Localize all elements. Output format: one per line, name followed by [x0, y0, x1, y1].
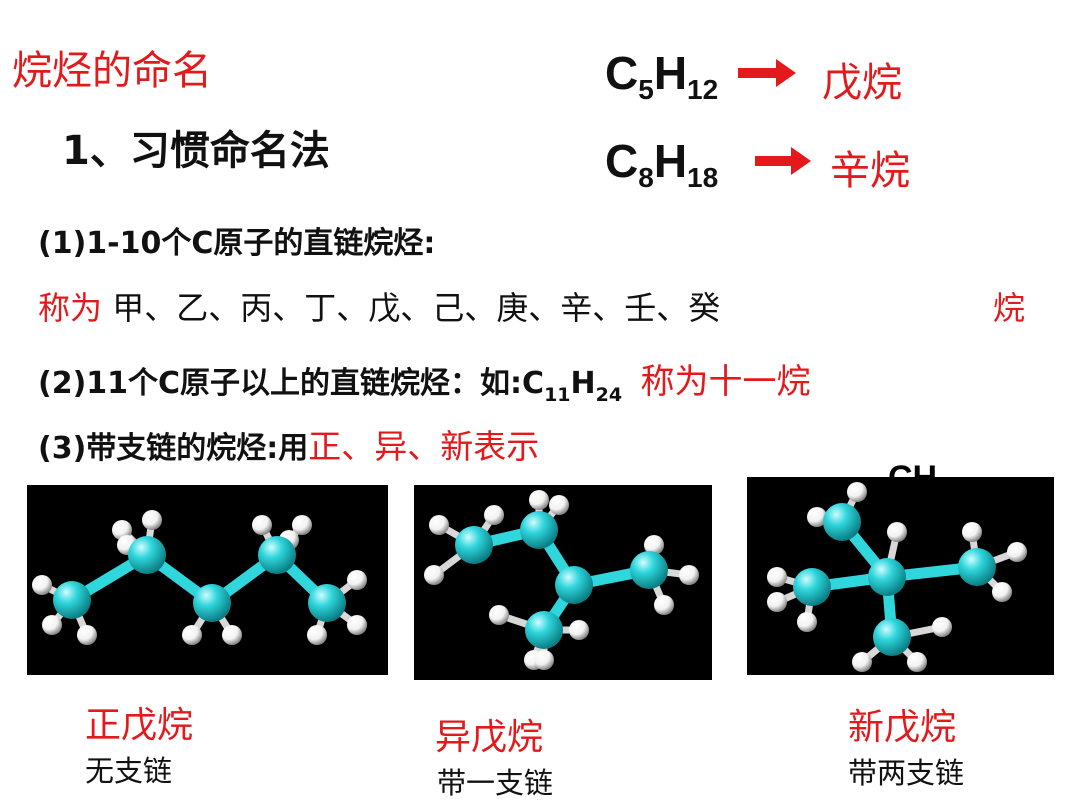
rule-2: (2)11个C原子以上的直链烷烃：如:C11H24 称为十一烷: [38, 362, 811, 406]
carbon-atom: [53, 581, 91, 619]
hydrogen-atom: [534, 650, 554, 670]
desc-neopentane: 带两支链: [848, 756, 965, 790]
hydrogen-atom: [307, 625, 327, 645]
hydrogen-atom: [644, 535, 664, 555]
hydrogen-atom: [252, 515, 272, 535]
hydrogen-atom: [887, 522, 907, 542]
carbon-atom: [193, 584, 231, 622]
slide-title: 烷烃的命名: [12, 48, 212, 94]
hydrogen-atom: [962, 522, 982, 542]
formula-c8h18: C8H18: [605, 135, 719, 193]
hydrogen-atom: [424, 565, 444, 585]
hydrogen-atom: [429, 515, 449, 535]
clipped-formula-fragment: CH: [888, 458, 937, 477]
carbon-atom: [308, 584, 346, 622]
carbon-atom: [455, 526, 493, 564]
carbon-atom: [873, 618, 911, 656]
name-pentane: 戊烷: [822, 60, 902, 106]
formula-c5h12: C5H12: [605, 47, 719, 105]
hydrogen-atom: [767, 567, 787, 587]
rule-1-names: 称为 甲、乙、丙、丁、戊、己、庚、辛、壬、癸: [38, 283, 720, 329]
hydrogen-atom: [347, 615, 367, 635]
hydrogen-atom: [292, 515, 312, 535]
section-heading: 1、习惯命名法: [62, 128, 330, 174]
molecule-neopentane: [747, 477, 1054, 675]
hydrogen-atom: [767, 592, 787, 612]
molecule-isopentane: [414, 485, 712, 680]
carbon-atom: [868, 558, 906, 596]
rule-1: (1)1-10个C原子的直链烷烃:: [38, 226, 436, 261]
arrow-right-icon: [738, 59, 796, 87]
carbon-atom: [555, 566, 593, 604]
caption-isopentane: 异戊烷: [435, 717, 544, 758]
hydrogen-atom: [42, 615, 62, 635]
hydrogen-atom: [77, 625, 97, 645]
hydrogen-atom: [569, 620, 589, 640]
hydrogen-atom: [347, 570, 367, 590]
name-octane: 辛烷: [830, 148, 910, 194]
carbon-atom: [823, 503, 861, 541]
carbon-atom: [793, 568, 831, 606]
hydrogen-atom: [807, 507, 827, 527]
hydrogen-atom: [489, 605, 509, 625]
hydrogen-atom: [797, 612, 817, 632]
molecule-n-pentane: [27, 485, 388, 675]
caption-n-pentane: 正戊烷: [85, 705, 194, 746]
rule-3: (3)带支链的烷烃:用正、异、新表示: [38, 427, 540, 466]
hydrogen-atom: [1007, 542, 1027, 562]
hydrogen-atom: [654, 595, 674, 615]
carbon-atom: [520, 511, 558, 549]
rule-1-prefix: 称为: [38, 289, 103, 327]
rule-1-suffix: 烷: [993, 289, 1026, 327]
hydrogen-atom: [907, 652, 927, 672]
rule-1-list: 甲、乙、丙、丁、戊、己、庚、辛、壬、癸: [112, 289, 721, 327]
desc-n-pentane: 无支链: [85, 754, 173, 788]
arrow-right-icon: [755, 147, 811, 175]
desc-isopentane: 带一支链: [437, 766, 554, 800]
hydrogen-atom: [679, 565, 699, 585]
carbon-atom: [258, 536, 296, 574]
carbon-atom: [630, 551, 668, 589]
caption-neopentane: 新戊烷: [848, 707, 957, 748]
hydrogen-atom: [992, 582, 1012, 602]
carbon-atom: [525, 611, 563, 649]
hydrogen-atom: [222, 625, 242, 645]
carbon-atom: [128, 536, 166, 574]
hydrogen-atom: [932, 617, 952, 637]
hydrogen-atom: [182, 625, 202, 645]
hydrogen-atom: [484, 505, 504, 525]
hydrogen-atom: [549, 495, 569, 515]
carbon-atom: [958, 548, 996, 586]
rule-2-name: 称为十一烷: [640, 362, 811, 402]
hydrogen-atom: [852, 652, 872, 672]
hydrogen-atom: [847, 482, 867, 502]
hydrogen-atom: [529, 490, 549, 510]
hydrogen-atom: [32, 575, 52, 595]
hydrogen-atom: [142, 510, 162, 530]
